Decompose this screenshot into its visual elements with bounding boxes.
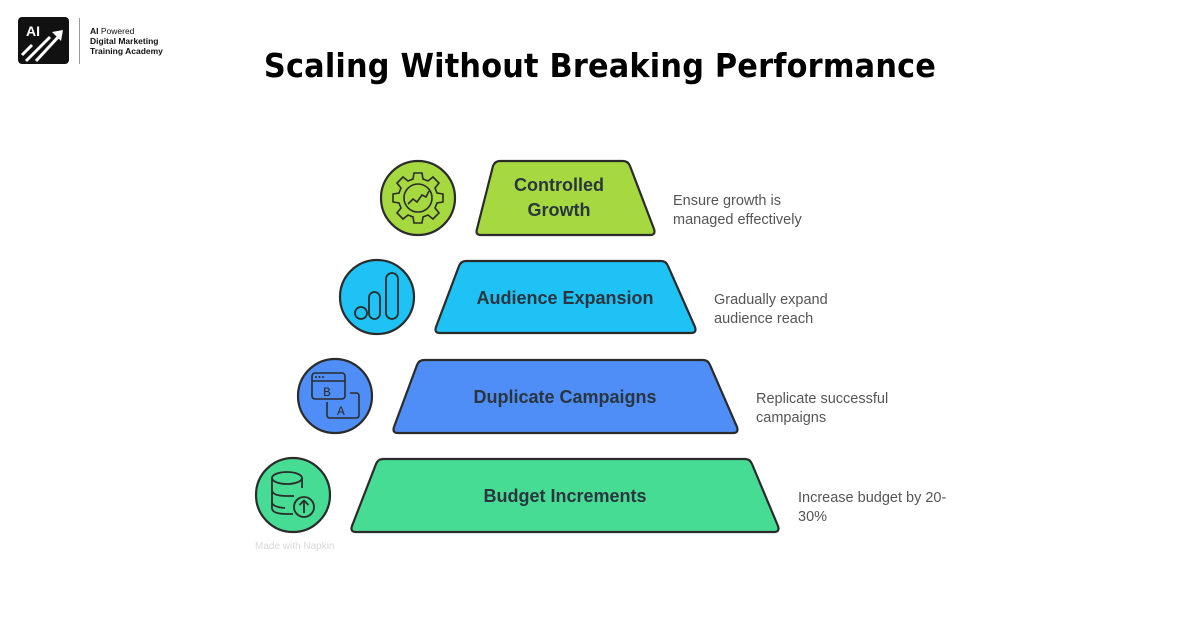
bar-signal-icon	[338, 258, 416, 336]
database-glyph	[271, 471, 315, 518]
gear-glyph	[392, 172, 444, 224]
tier-label-growth: Growth	[528, 200, 591, 220]
tier-duplicate-campaigns-shape	[392, 358, 739, 435]
bar-signal-glyph	[354, 272, 399, 320]
tier-description-duplicate-campaigns: Replicate successful campaigns	[756, 391, 889, 426]
tier-budget-increments-shape	[350, 457, 780, 534]
tier-label-duplicate-campaigns: Duplicate Campaigns	[473, 387, 656, 407]
logo-mark: AI	[18, 17, 69, 64]
ab-glyph: B A	[311, 372, 360, 419]
tier-audience-expansion-shape	[434, 259, 697, 335]
svg-text:A: A	[337, 404, 345, 419]
tier-description-budget-increments: Increase budget by 20- 30%	[798, 490, 947, 525]
brand-logo: AI AI Powered Digital Marketing Training…	[18, 17, 163, 64]
tier-label-audience-expansion: Audience Expansion	[476, 288, 653, 308]
page-title: Scaling Without Breaking Performance	[263, 46, 937, 85]
ab-test-icon	[296, 357, 374, 435]
tier-controlled-growth-shape	[475, 159, 656, 237]
svg-text:B: B	[323, 385, 331, 400]
growth-arrow-icon: AI	[20, 23, 63, 63]
gear-chart-icon	[379, 159, 457, 237]
svg-text:AI: AI	[26, 23, 40, 39]
tier-description-audience-expansion: Gradually expand audience reach	[714, 292, 828, 327]
tier-label-budget-increments: Budget Increments	[483, 486, 646, 506]
tier-description-controlled-growth: Ensure growth is managed effectively	[673, 193, 802, 228]
database-upload-icon	[254, 456, 332, 534]
logo-divider	[79, 17, 80, 64]
tier-label-controlled: Controlled	[514, 175, 604, 195]
logo-text: AI Powered Digital Marketing Training Ac…	[90, 25, 163, 56]
watermark: Made with Napkin	[255, 541, 335, 552]
